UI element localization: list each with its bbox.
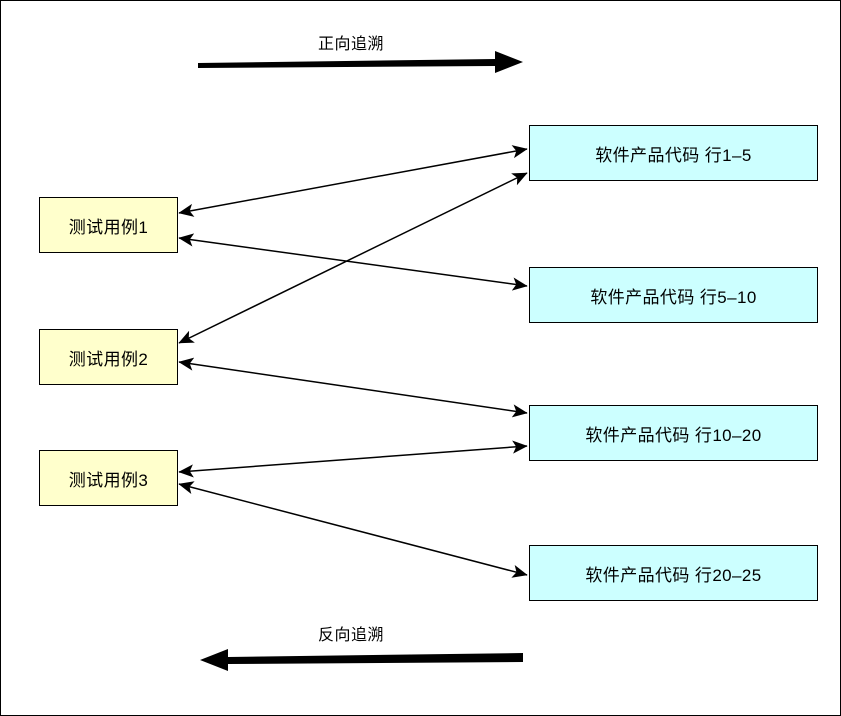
node-code-block-3[interactable]: 软件产品代码 行10–20 [529,405,818,461]
backward-trace-arrow [200,649,523,671]
node-test-case-2[interactable]: 测试用例2 [39,329,178,385]
link-tc1-code2 [178,233,528,291]
node-code-block-2[interactable]: 软件产品代码 行5–10 [529,267,818,323]
link-tc3-code4 [178,481,528,578]
forward-trace-label: 正向追溯 [318,36,385,53]
node-test-case-1[interactable]: 测试用例1 [39,197,178,253]
node-test-case-3[interactable]: 测试用例3 [39,450,178,506]
link-tc2-code3 [178,357,528,418]
backward-trace-label: 反向追溯 [318,627,385,644]
node-code-block-4[interactable]: 软件产品代码 行20–25 [529,545,818,601]
link-tc1-code1 [178,145,528,217]
link-tc2-code1 [178,172,528,344]
forward-trace-arrow [198,51,523,73]
node-code-block-1[interactable]: 软件产品代码 行1–5 [529,125,818,181]
link-tc3-code3 [178,440,528,478]
